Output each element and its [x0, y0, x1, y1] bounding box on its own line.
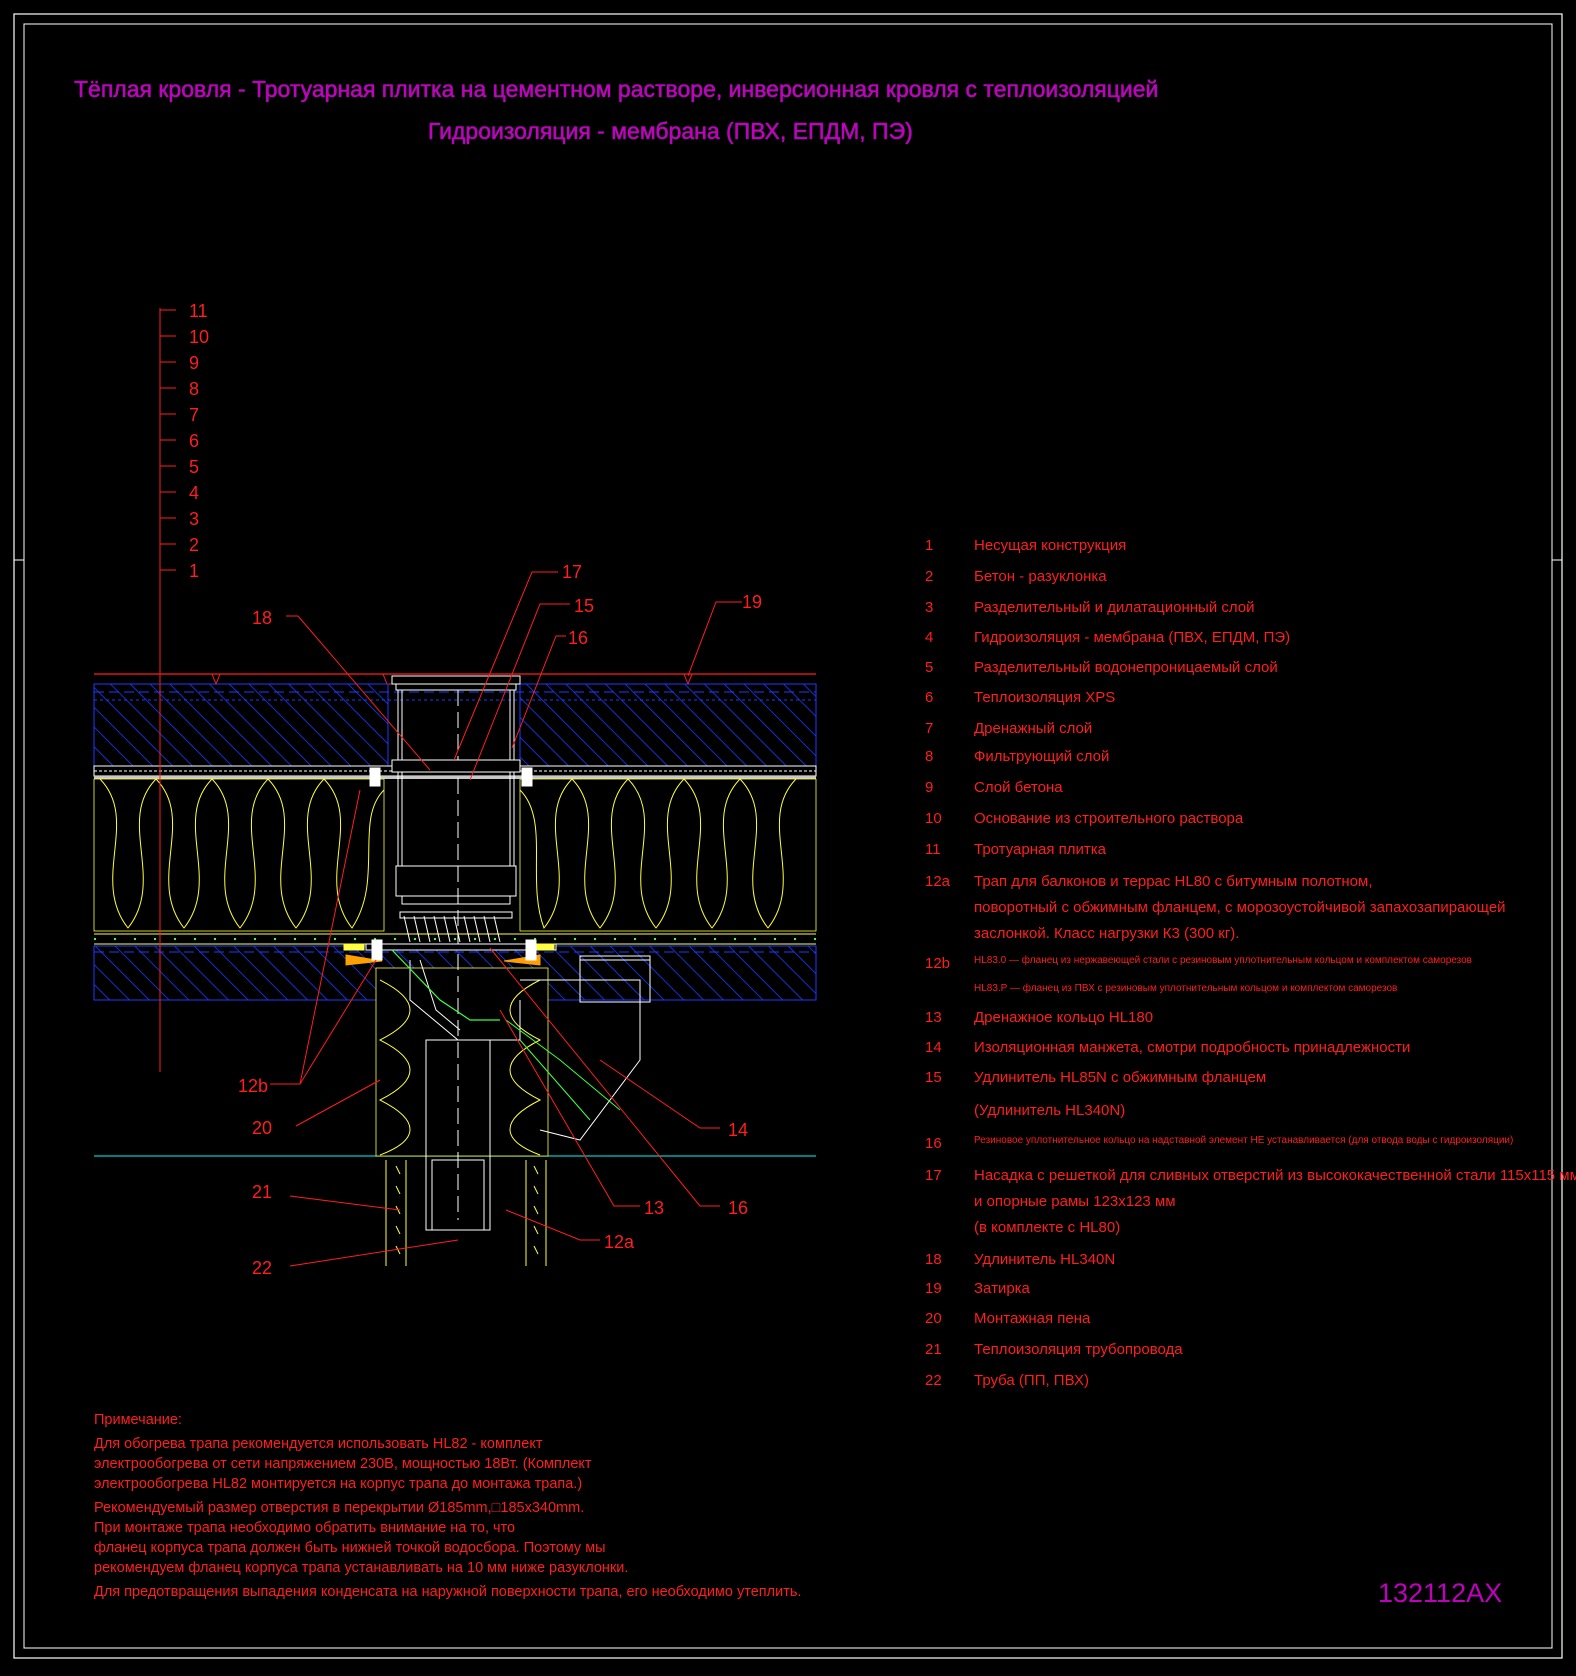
- layer-label: 5: [189, 457, 199, 477]
- callout-22: 22: [252, 1258, 272, 1278]
- layer-label: 10: [189, 327, 209, 347]
- callout-20: 20: [252, 1118, 272, 1138]
- callout-17: 17: [562, 562, 582, 582]
- callout-21: 21: [252, 1182, 272, 1202]
- callout-15: 15: [574, 596, 594, 616]
- callout-13: 13: [644, 1198, 664, 1218]
- layer-scale-labels: 11 10 9 8 7 6 5 4 3 2 1: [189, 301, 209, 581]
- layer-label: 1: [189, 561, 199, 581]
- callout-12b: 12b: [238, 1076, 268, 1096]
- notes: Примечание: Для обогрева трапа рекоменду…: [94, 1410, 814, 1606]
- drawing-code: 132112AX: [1378, 1578, 1503, 1608]
- notes-paragraph: Для предотвращения выпадения конденсата …: [94, 1584, 802, 1600]
- callout-16-lower: 16: [728, 1198, 748, 1218]
- roof-section: [93, 673, 817, 1266]
- callout-19: 19: [742, 592, 762, 612]
- inner-frame: [23, 23, 1553, 1649]
- layer-label: 7: [189, 405, 199, 425]
- notes-paragraph: Рекомендуемый размер отверстия в перекры…: [94, 1500, 629, 1576]
- layer-label: 4: [189, 483, 199, 503]
- callout-14: 14: [728, 1120, 748, 1140]
- flange-ring-12b: [343, 767, 555, 966]
- layer-label: 6: [189, 431, 199, 451]
- notes-paragraph: Для обогрева трапа рекомендуется использ…: [94, 1436, 592, 1492]
- drawing-title: Тёплая кровля - Тротуарная плитка на цем…: [74, 76, 1159, 102]
- callout-16: 16: [568, 628, 588, 648]
- layer-scale: [159, 308, 176, 1072]
- notes-heading: Примечание:: [94, 1412, 182, 1428]
- mounting-foam: [375, 967, 549, 1157]
- layer-label: 2: [189, 535, 199, 555]
- xps-insulation-left: [93, 778, 385, 932]
- xps-insulation-right: [519, 778, 817, 932]
- layer-label: 11: [189, 301, 208, 321]
- layer-label: 3: [189, 509, 199, 529]
- concrete-layer-right: [519, 683, 817, 771]
- outer-frame: [13, 13, 1563, 1659]
- callout-labels: 17 15 16 19 18 12b 20 21 22 14 13 16 12a: [238, 562, 762, 1278]
- layer-label: 9: [189, 353, 199, 373]
- callout-12a: 12a: [604, 1232, 635, 1252]
- concrete-layer-left: [93, 683, 389, 771]
- leader-lines: [270, 571, 742, 1267]
- drawing-subtitle: Гидроизоляция - мембрана (ПВХ, ЕПДМ, ПЭ): [428, 118, 913, 144]
- layer-label: 8: [189, 379, 199, 399]
- pipe-insulation: [385, 1160, 547, 1266]
- callout-18: 18: [252, 608, 272, 628]
